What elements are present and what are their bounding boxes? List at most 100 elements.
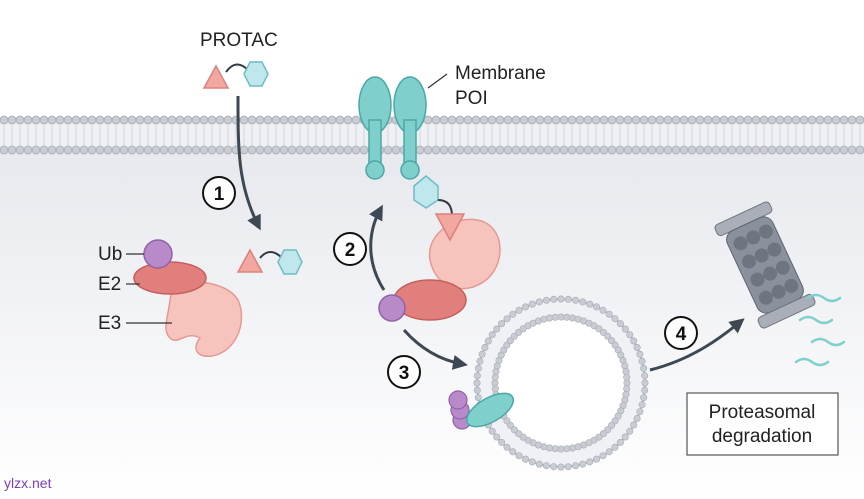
lipid-head <box>391 145 401 155</box>
lipid-head <box>239 145 249 155</box>
lipid-head <box>631 115 641 125</box>
lipid-head <box>255 145 265 155</box>
step1-number: 1 <box>214 184 225 205</box>
lipid-head <box>335 115 345 125</box>
vesicle-lipid-head <box>498 438 506 446</box>
vesicle-lipid-head <box>550 463 558 471</box>
vesicle-lipid-head <box>621 433 629 441</box>
lipid-head <box>527 145 537 155</box>
vesicle-lipid-head <box>474 394 482 402</box>
lipid-head <box>719 145 729 155</box>
vesicle-lipid-head <box>621 362 629 370</box>
lipid-head <box>831 145 841 155</box>
step4-arrow <box>649 318 745 372</box>
lipid-head <box>583 115 593 125</box>
vesicle-lipid-head <box>491 373 499 381</box>
vesicle-lipid-head <box>510 332 518 340</box>
lipid-head <box>647 145 657 155</box>
lipid-head <box>479 145 489 155</box>
ub-label: Ub <box>98 244 122 265</box>
vesicle-lipid-head <box>515 430 523 438</box>
lipid-head <box>39 115 49 125</box>
lipid-head <box>767 145 777 155</box>
lipid-head <box>127 145 137 155</box>
lipid-head <box>783 145 793 155</box>
vesicle-lipid-head <box>550 295 558 303</box>
step1-badge <box>202 176 236 210</box>
vesicle-lipid-head <box>509 310 517 318</box>
protac-label: PROTAC <box>200 30 278 51</box>
lipid-head <box>191 145 201 155</box>
lipid-head <box>23 145 33 155</box>
vesicle-lipid-head <box>509 448 517 456</box>
lipid-head <box>279 115 289 125</box>
lipid-head <box>351 145 361 155</box>
vesicle-lipid-head <box>592 455 600 463</box>
lipid-head <box>671 145 681 155</box>
lipid-head <box>599 145 609 155</box>
lipid-head <box>855 115 864 125</box>
lipid-head <box>623 115 633 125</box>
lipid-head <box>711 115 721 125</box>
membrane-poi-label-line2: POI <box>455 88 488 109</box>
lipid-head <box>303 145 313 155</box>
vesicle-lipid-head <box>605 310 613 318</box>
lipid-head <box>511 145 521 155</box>
lipid-head <box>847 145 857 155</box>
vesicle-lipid-head <box>563 313 571 321</box>
vesicle-lipid-head <box>528 458 536 466</box>
lipid-head <box>703 145 713 155</box>
step2-badge <box>333 232 367 266</box>
lipid-head <box>511 115 521 125</box>
vesicle-lipid-head <box>579 298 587 306</box>
lipid-head <box>239 115 249 125</box>
lipid-head <box>591 115 601 125</box>
vesicle-lipid-head <box>474 364 482 372</box>
lipid-head <box>79 145 89 155</box>
lipid-head <box>839 145 849 155</box>
lipid-head <box>607 115 617 125</box>
vesicle-lipid-head <box>484 337 492 345</box>
lipid-head <box>671 115 681 125</box>
vesicle-lipid-head <box>473 386 481 394</box>
lipid-head <box>743 145 753 155</box>
lipid-head <box>31 145 41 155</box>
lipid-head <box>471 145 481 155</box>
vesicle-lipid-head <box>481 343 489 351</box>
lipid-head <box>31 115 41 125</box>
lipid-head <box>191 115 201 125</box>
lipid-head <box>447 115 457 125</box>
lipid-head <box>759 115 769 125</box>
vesicle-lipid-head <box>564 295 572 303</box>
lipid-head <box>359 145 369 155</box>
lipid-head <box>7 145 17 155</box>
vesicle-lipid-head <box>572 296 580 304</box>
vesicle-lipid-head <box>608 421 616 429</box>
lipid-head <box>199 115 209 125</box>
lipid-head <box>207 145 217 155</box>
vesicle-lipid-head <box>623 373 631 381</box>
lipid-head <box>599 115 609 125</box>
vesicle-lipid-head <box>623 385 631 393</box>
lipid-head <box>335 145 345 155</box>
lipid-head <box>847 115 857 125</box>
lipid-head <box>63 145 73 155</box>
lipid-head <box>455 115 465 125</box>
cell-membrane <box>0 115 864 155</box>
lipid-head <box>575 115 585 125</box>
vesicle-lipid-head <box>545 444 553 452</box>
lipid-head <box>55 115 65 125</box>
lipid-head <box>815 115 825 125</box>
vesicle-lipid-head <box>604 332 612 340</box>
lipid-head <box>247 145 257 155</box>
lipid-head <box>735 115 745 125</box>
lipid-head <box>439 115 449 125</box>
lipid-head <box>135 145 145 155</box>
lipid-head <box>527 115 537 125</box>
vesicle-lipid-head <box>521 455 529 463</box>
lipid-head <box>503 115 513 125</box>
lipid-head <box>143 145 153 155</box>
lipid-head <box>735 145 745 155</box>
vesicle-lipid-head <box>500 346 508 354</box>
